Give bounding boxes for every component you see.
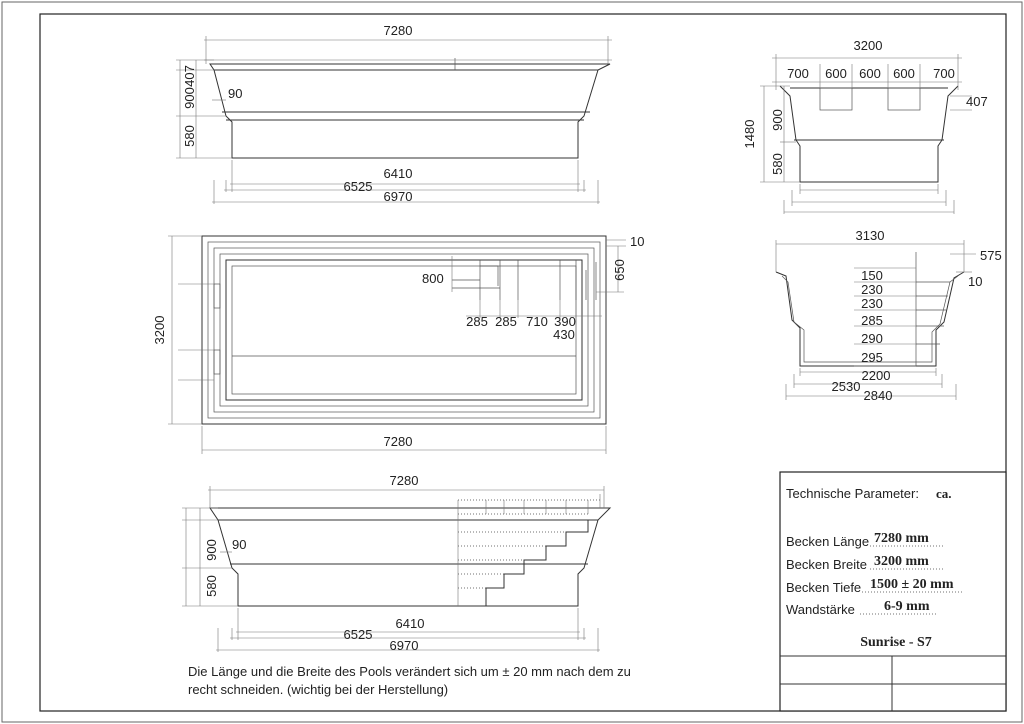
dim-step-2: 285 bbox=[495, 314, 517, 329]
dim-cross-2200: 2200 bbox=[862, 368, 891, 383]
width-value: 3200 mm bbox=[874, 554, 929, 569]
dim-end-seg-3: 600 bbox=[859, 66, 881, 81]
note-line-1: Die Länge und die Breite des Pools verän… bbox=[188, 664, 631, 679]
model-name: Sunrise - S7 bbox=[860, 635, 932, 650]
dim-end-seg-1: 700 bbox=[787, 66, 809, 81]
depth-label: Becken Tiefe bbox=[786, 580, 861, 595]
dim-step-800: 800 bbox=[422, 271, 444, 286]
dim-end-seg-4: 600 bbox=[893, 66, 915, 81]
side-view-top: 7280 407 900 580 90 6410 6525 6970 bbox=[176, 23, 612, 204]
dim-bottom-6970: 6970 bbox=[384, 189, 413, 204]
drawing-frame bbox=[39, 13, 1007, 712]
dim-bottom-6410: 6410 bbox=[384, 166, 413, 181]
title-block: Technische Parameter: ca. Becken Länge 7… bbox=[779, 471, 1007, 712]
dim-section-length: 7280 bbox=[390, 473, 419, 488]
wall-value: 6-9 mm bbox=[884, 599, 930, 614]
dim-pool-length-7280: 7280 bbox=[384, 434, 413, 449]
long-section: 7280 900 580 90 6410 6525 6970 bbox=[182, 473, 612, 653]
dim-section-6525: 6525 bbox=[344, 627, 373, 642]
end-view: 3200 700 600 600 600 700 1480 900 580 40… bbox=[742, 38, 988, 214]
dim-bottom-6525: 6525 bbox=[344, 179, 373, 194]
dim-section-6970: 6970 bbox=[390, 638, 419, 653]
dim-cross-10: 10 bbox=[968, 274, 982, 289]
dim-step-650: 650 bbox=[612, 259, 627, 281]
wall-label: Wandstärke bbox=[786, 602, 855, 617]
length-value: 7280 mm bbox=[874, 531, 929, 546]
dim-offset-90: 90 bbox=[228, 86, 242, 101]
dim-height-900: 900 bbox=[182, 87, 197, 109]
dim-end-seg-2: 600 bbox=[825, 66, 847, 81]
dim-cross-575: 575 bbox=[980, 248, 1002, 263]
dim-cross-width: 3130 bbox=[856, 228, 885, 243]
dim-height-407: 407 bbox=[182, 65, 197, 87]
dim-step-height-5: 290 bbox=[861, 331, 883, 346]
dim-step-4: 390 bbox=[554, 314, 576, 329]
dim-section-580: 580 bbox=[204, 575, 219, 597]
dim-section-900: 900 bbox=[204, 539, 219, 561]
dim-step-height-4: 285 bbox=[861, 313, 883, 328]
dim-rim-10: 10 bbox=[630, 234, 644, 249]
dim-step-height-6: 295 bbox=[861, 350, 883, 365]
dim-end-900: 900 bbox=[770, 109, 785, 131]
width-label: Becken Breite bbox=[786, 557, 867, 572]
params-ca: ca. bbox=[936, 486, 952, 501]
dim-cross-2840: 2840 bbox=[864, 388, 893, 403]
note-line-2: recht schneiden. (wichtig bei der Herste… bbox=[188, 682, 448, 697]
dim-step-height-3: 230 bbox=[861, 296, 883, 311]
dim-section-6410: 6410 bbox=[396, 616, 425, 631]
cross-section: 3130 575 10 150 230 230 285 290 295 2200… bbox=[775, 228, 1002, 403]
dim-step-3: 710 bbox=[526, 314, 548, 329]
dim-step-height-1: 150 bbox=[861, 268, 883, 283]
dim-section-90: 90 bbox=[232, 537, 246, 552]
dim-step-height-2: 230 bbox=[861, 282, 883, 297]
depth-value: 1500 ± 20 mm bbox=[870, 577, 954, 592]
dim-end-407: 407 bbox=[966, 94, 988, 109]
dim-height-580: 580 bbox=[182, 125, 197, 147]
dim-pool-width-3200: 3200 bbox=[152, 316, 167, 345]
dim-end-580: 580 bbox=[770, 153, 785, 175]
dim-end-seg-5: 700 bbox=[933, 66, 955, 81]
dim-cross-2530: 2530 bbox=[832, 379, 861, 394]
dim-step-430: 430 bbox=[553, 327, 575, 342]
length-label: Becken Länge bbox=[786, 534, 869, 549]
dim-step-1: 285 bbox=[466, 314, 488, 329]
params-heading: Technische Parameter: bbox=[786, 486, 919, 501]
dim-end-1480: 1480 bbox=[742, 120, 757, 149]
dim-total-length: 7280 bbox=[384, 23, 413, 38]
plan-view: 3200 7280 10 650 800 285 285 710 390 430 bbox=[152, 234, 644, 454]
dim-end-width: 3200 bbox=[854, 38, 883, 53]
